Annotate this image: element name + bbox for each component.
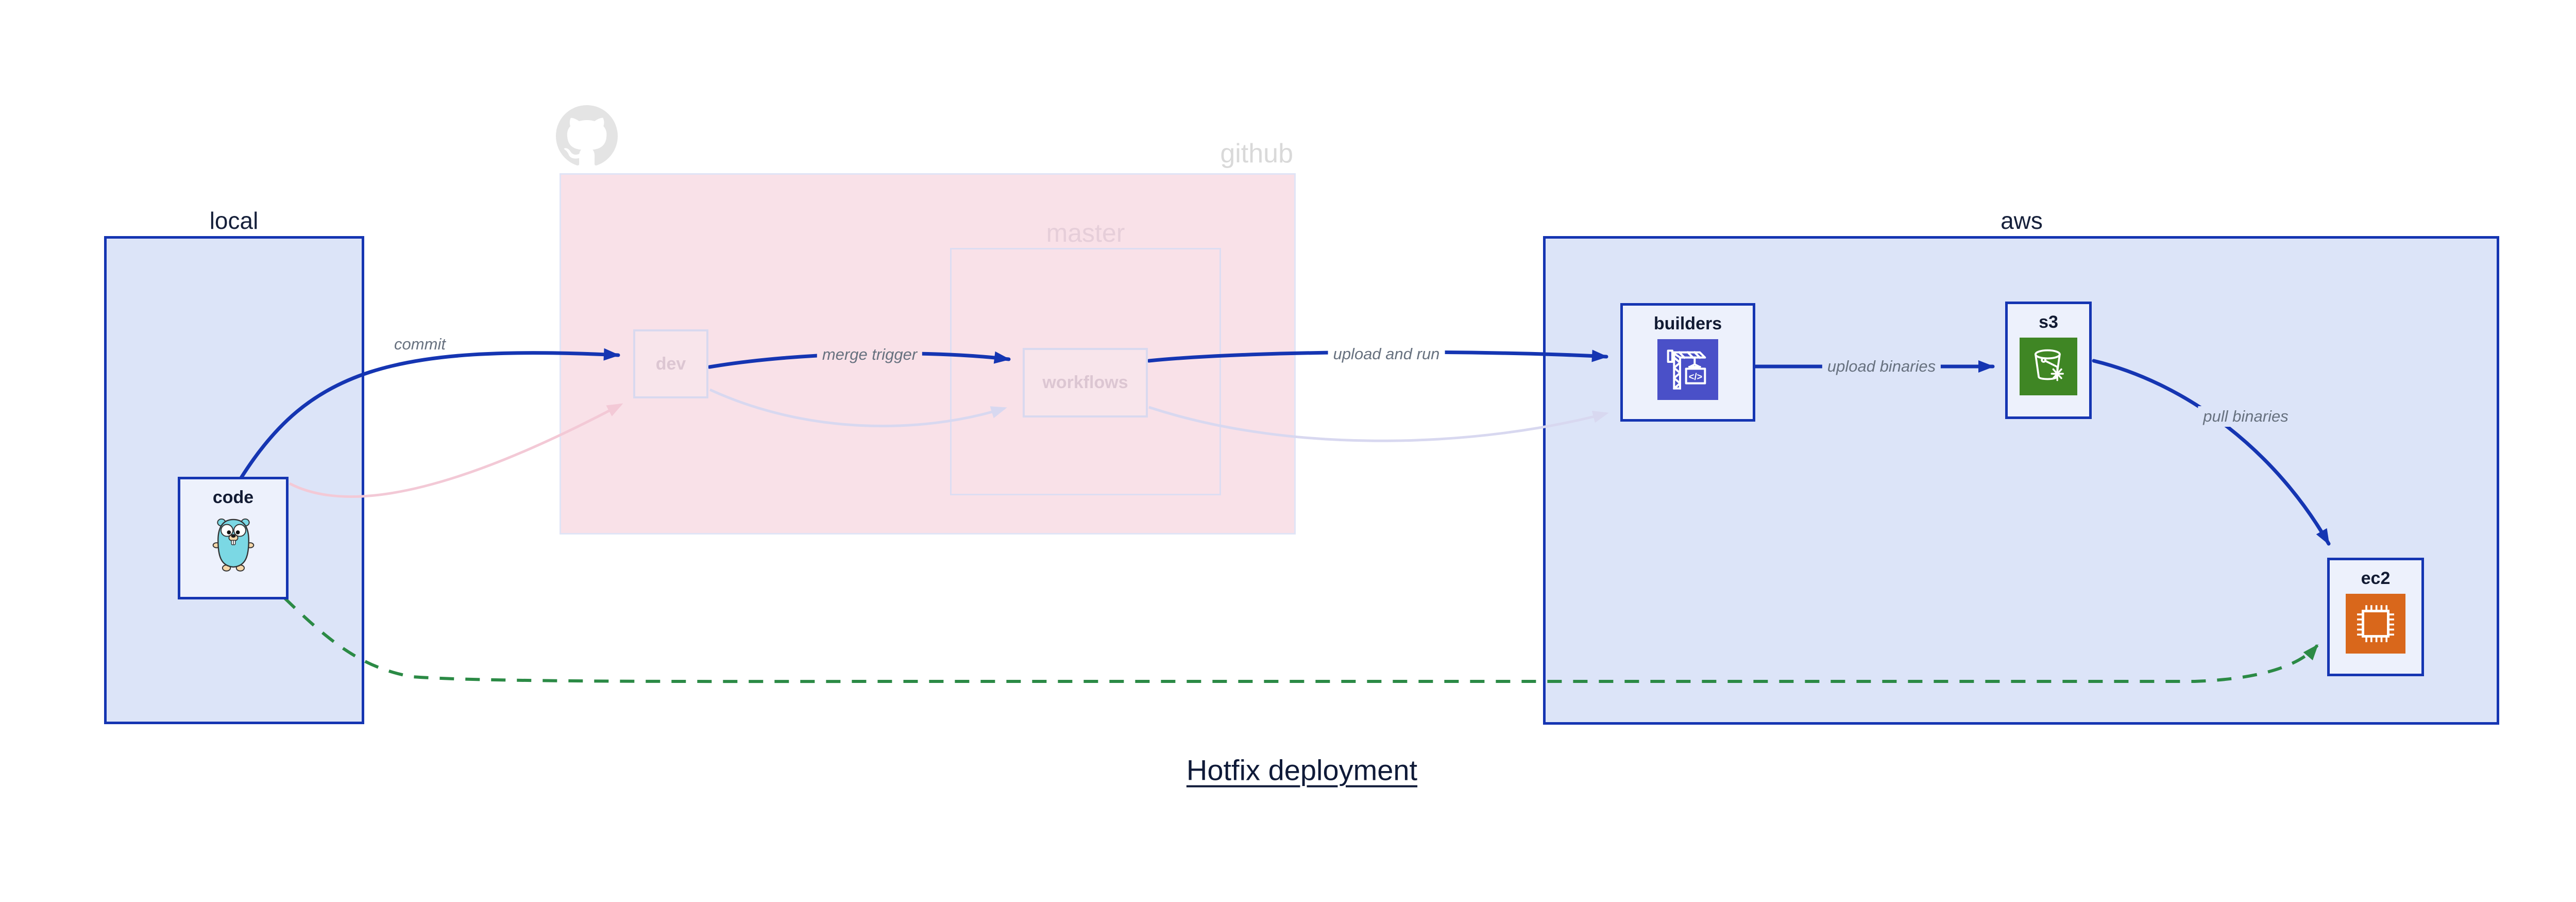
region-label-master: master xyxy=(1046,219,1125,247)
region-label-local: local xyxy=(209,207,259,234)
edge-label-upload-binaries: upload binaries xyxy=(1822,356,1941,377)
node-workflows: workflows xyxy=(1023,348,1148,417)
go-gopher-icon xyxy=(209,513,258,574)
edge-label-upload-and-run: upload and run xyxy=(1328,344,1445,364)
codebuild-crane-icon: </> xyxy=(1657,339,1718,400)
node-builders-label: builders xyxy=(1653,314,1722,333)
node-builders: builders </> xyxy=(1620,303,1755,422)
node-ec2-label: ec2 xyxy=(2361,569,2391,588)
edge-label-merge-trigger: merge trigger xyxy=(817,344,923,365)
node-dev-label: dev xyxy=(655,354,686,374)
node-dev: dev xyxy=(633,329,708,398)
diagram-title: Hotfix deployment xyxy=(1186,754,1418,787)
s3-bucket-icon xyxy=(2020,338,2077,395)
node-workflows-label: workflows xyxy=(1042,373,1128,392)
node-code: code xyxy=(178,477,289,599)
node-s3: s3 xyxy=(2005,302,2092,419)
node-s3-label: s3 xyxy=(2039,312,2058,332)
github-octocat-icon xyxy=(556,105,618,166)
ec2-chip-icon xyxy=(2346,594,2405,654)
region-label-aws: aws xyxy=(2001,207,2043,234)
codebuild-code-glyph: </> xyxy=(1689,371,1703,382)
edge-label-commit: commit xyxy=(389,334,451,355)
region-master xyxy=(950,248,1221,495)
region-label-github: github xyxy=(1220,139,1293,169)
node-code-label: code xyxy=(212,488,254,507)
node-ec2: ec2 xyxy=(2327,558,2424,676)
edge-label-pull-binaries: pull binaries xyxy=(2198,406,2294,427)
